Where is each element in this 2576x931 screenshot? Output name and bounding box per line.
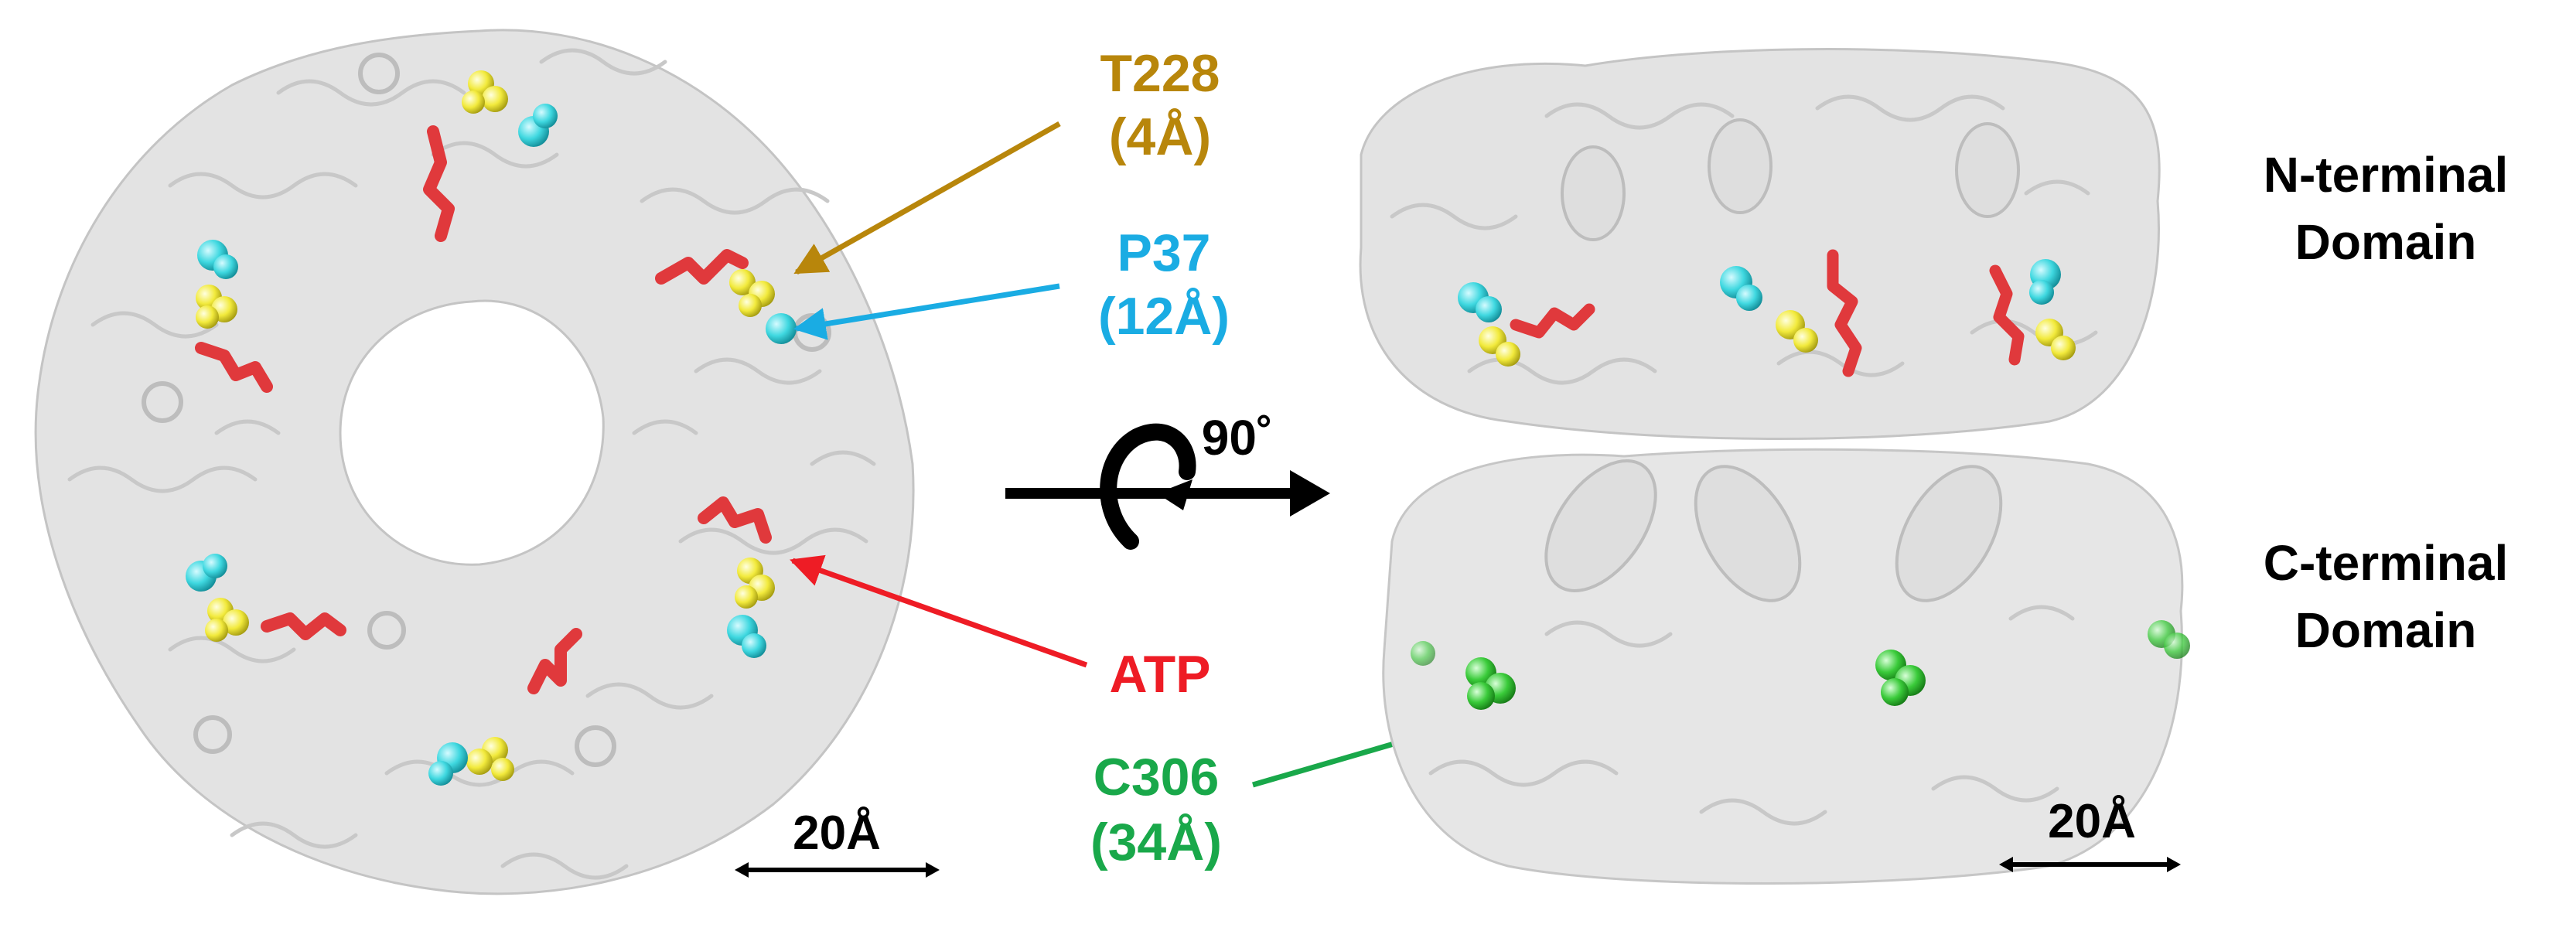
c306-sphere xyxy=(1467,682,1495,710)
side-ribbon-texture xyxy=(1390,94,2098,826)
t228-arrow xyxy=(793,121,1061,275)
p37-sphere xyxy=(533,104,558,128)
t228-label: T228 xyxy=(1100,44,1220,103)
side-site-2 xyxy=(1720,249,1862,377)
atp-stick xyxy=(698,496,772,544)
t228-sphere xyxy=(1496,342,1520,367)
atp-stick xyxy=(1827,249,1862,377)
p37-sphere xyxy=(742,633,766,658)
hexamer-side-view: 20Å xyxy=(1359,48,2190,885)
t228-sphere xyxy=(729,269,756,295)
p37-label: P37 xyxy=(1117,223,1211,282)
site-5 xyxy=(186,554,346,642)
t228-sphere xyxy=(482,86,508,112)
n-terminal-domain-surface xyxy=(1359,48,2161,440)
p37-arrow xyxy=(793,283,1060,340)
ribbon-texture xyxy=(67,48,876,880)
site-1 xyxy=(423,70,558,242)
atp-stick xyxy=(1510,303,1595,339)
p37-sphere xyxy=(213,254,238,279)
c306-sphere xyxy=(1881,678,1909,706)
site-2 xyxy=(655,249,797,344)
rotation-arc-icon xyxy=(1100,423,1196,550)
site-3 xyxy=(698,496,775,658)
side-site-3 xyxy=(1989,259,2076,366)
t228-sphere xyxy=(223,609,249,636)
protein-ring-surface xyxy=(34,29,915,895)
atp-stick xyxy=(527,628,582,694)
c306-sphere xyxy=(1411,641,1435,666)
c306-site-3 xyxy=(2148,620,2190,659)
side-site-1 xyxy=(1458,282,1595,367)
p37-sphere xyxy=(1476,296,1502,322)
t228-sphere xyxy=(735,585,758,609)
p37-sphere xyxy=(203,554,227,578)
scale-bar-right: 20Å xyxy=(1999,795,2181,872)
atp-stick xyxy=(655,249,749,285)
side-helices xyxy=(1544,118,2020,602)
t228-sphere xyxy=(466,749,493,775)
helix-rings xyxy=(142,53,831,767)
p37-sphere xyxy=(1736,285,1762,311)
c306-sphere xyxy=(2164,633,2190,659)
atp-stick xyxy=(261,612,346,640)
p37-sphere xyxy=(2029,280,2054,305)
t228-sphere xyxy=(1793,328,1818,353)
p37-distance: (12Å) xyxy=(1098,287,1230,346)
hexamer-top-view: 20Å xyxy=(34,29,940,895)
scale-label-right: 20Å xyxy=(2048,795,2136,848)
t228-sphere xyxy=(462,90,485,114)
scale-bar-left: 20Å xyxy=(735,807,940,878)
p37-sphere xyxy=(428,761,453,786)
site-6 xyxy=(195,240,273,393)
t228-sphere xyxy=(739,294,762,317)
c306-distance: (34Å) xyxy=(1090,813,1222,871)
c306-site-1 xyxy=(1411,641,1516,710)
t228-distance: (4Å) xyxy=(1109,107,1211,166)
t228-sphere xyxy=(491,758,514,781)
p37-sphere xyxy=(766,313,797,344)
atp-arrow xyxy=(790,554,1088,668)
n-terminal-domain-word: Domain xyxy=(2295,214,2477,270)
c306-label: C306 xyxy=(1094,748,1220,807)
t228-sphere xyxy=(205,619,228,642)
c-terminal-label: C-terminal xyxy=(2264,535,2509,591)
atp-stick xyxy=(1989,264,2025,366)
scale-label-left: 20Å xyxy=(793,807,881,860)
rotation-angle: 90˚ xyxy=(1202,410,1274,466)
site-4 xyxy=(428,628,582,786)
t228-sphere xyxy=(196,305,219,329)
atp-stick xyxy=(423,125,455,242)
n-terminal-label: N-terminal xyxy=(2264,147,2509,203)
c-terminal-domain-word: Domain xyxy=(2295,602,2477,658)
atp-label: ATP xyxy=(1110,645,1211,704)
rotation-indicator: 90˚ xyxy=(1005,410,1330,550)
atp-stick xyxy=(195,342,273,393)
c306-site-2 xyxy=(1875,650,1926,706)
t228-sphere xyxy=(2051,336,2076,360)
